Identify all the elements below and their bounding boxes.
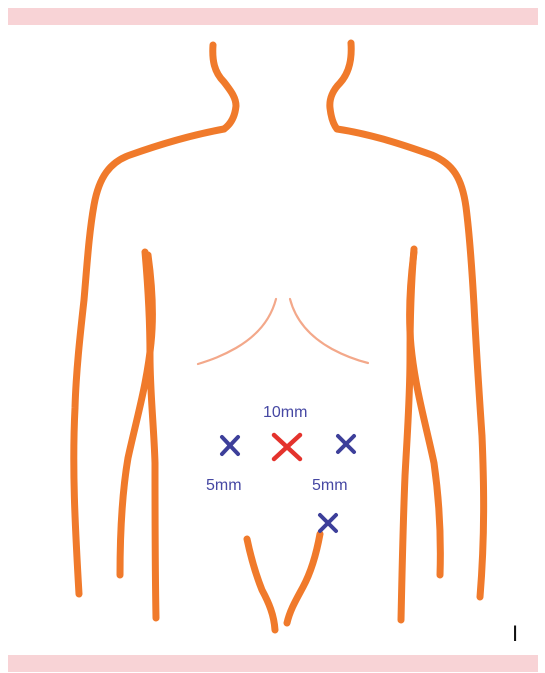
port-marker-left xyxy=(222,437,238,454)
groin-line xyxy=(247,534,320,630)
port-marker-right xyxy=(338,436,354,452)
neck-right xyxy=(330,43,351,129)
right-port-label: 5mm xyxy=(312,478,348,494)
left-port-label: 5mm xyxy=(206,478,242,494)
right-rib-line xyxy=(290,299,368,363)
panel-label: I xyxy=(512,623,518,645)
rib-lines xyxy=(198,299,368,364)
neck-left xyxy=(213,45,236,129)
center-port-label: 10mm xyxy=(263,405,307,421)
right-torso-side xyxy=(401,249,414,620)
left-rib-line xyxy=(198,299,276,364)
port-marker-center xyxy=(274,435,300,459)
body-outline xyxy=(74,43,484,630)
port-marker-lower-right xyxy=(320,515,336,531)
